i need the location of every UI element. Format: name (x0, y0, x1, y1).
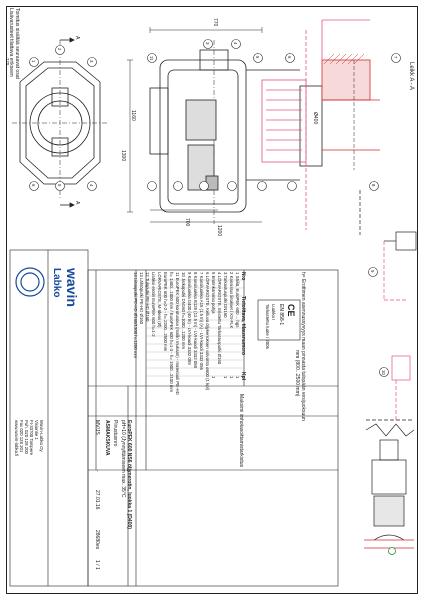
parts-qty: 1 (223, 376, 228, 379)
parts-row: h= 1400...1800 mm / EuroPEK 600 h=1-3 - … (169, 272, 174, 393)
dim-oe400: Ø400 (312, 112, 318, 125)
standard: EN 858-1 (278, 304, 284, 326)
callout-10: 10 (381, 370, 386, 375)
parts-row: 11 EuroPEK 600 korotusosa (mallin mukaan… (175, 272, 180, 395)
address-line: www.wavin-labko.fi (14, 420, 19, 457)
note-left-1: Toimitus sisältää seuraavat osat (14, 8, 20, 79)
parts-row: 5 Erotinkammio pohja (211, 272, 216, 314)
company2-logo-text: Labko (51, 268, 62, 298)
parts-row: 6 LÖRVARIOSTE, Kelluva öljykerroksen val… (205, 272, 210, 391)
pink-extension-pipe (261, 19, 370, 230)
hatched-ground (323, 53, 365, 65)
dim-1160: 1160 (130, 110, 136, 121)
dim-700: 700 (184, 218, 190, 227)
callout-8: 8 (371, 184, 376, 187)
note-mid-2: mm (800...2500 mm) (294, 350, 300, 397)
dim-1200: 1200 (216, 225, 222, 237)
callout-3: 3 (89, 60, 94, 63)
section-a-bottom: A (74, 201, 80, 205)
parts-row: 14 Liitosputki PE-HD Ø160/1300 h=1200 mm (133, 272, 138, 359)
sheet-frame (6, 6, 418, 594)
parts-row: 4 LÖRVARIOSTE, Eristettu Tarkastusputki … (217, 272, 222, 365)
dim-770-top: 770 (212, 18, 218, 27)
address-line: FI-33700 Tampere (29, 420, 34, 456)
dim-770: 770 (5, 58, 10, 66)
address-line: Wavin-Labko Oy (39, 420, 44, 452)
company-logo-text: wavin (64, 268, 80, 307)
sheet-number: 1 / 1 (94, 560, 100, 570)
drawing-no-label: Piirustusnro (112, 420, 118, 447)
scale: - (94, 470, 100, 472)
callout-4: 4 (89, 184, 94, 187)
parts-row: 3 Tarkastusputki DN160 (223, 272, 228, 318)
parts-qty: 1 (211, 376, 216, 379)
parts-row: 13 Lähtöputki PE-HD Ø160 (139, 272, 144, 325)
callout-9: 9 (370, 270, 375, 273)
callout-2: 2 (57, 48, 62, 51)
callout-5b: 5 (255, 56, 260, 59)
callout-4b: 4 (233, 42, 238, 45)
title-block-lines (9, 249, 89, 587)
parts-row: 12 Tuloputki PE-HD Ø160 (145, 272, 150, 322)
address-line: Fax 020 128 201 (19, 420, 24, 453)
view-label: Leikk A - A (408, 62, 414, 91)
callout-11: 11 (149, 56, 154, 61)
address-line: Visiontie 1 (34, 420, 39, 440)
green-marker-icon (388, 547, 396, 555)
parts-header-qty: Kpl (240, 372, 246, 381)
ce-box (257, 299, 301, 341)
parts-qty: 1 (229, 376, 234, 379)
parts-row: 9 Kansiluokka D400 (40 tn) - LVI-koodi 3… (187, 272, 192, 365)
parts-row: 7 Kansiluokka A15 (1.5 tn) (A) - LVI-koo… (199, 272, 204, 370)
drawing-code: 28680es (94, 530, 100, 550)
note-left-2: Lisävarusteet tilattava erikseen (8, 8, 14, 77)
wavin-logo (15, 267, 45, 297)
project-code: MV/JS (94, 420, 100, 435)
installation-callouts (368, 267, 389, 377)
cert-line-1: Luokka I (271, 304, 276, 321)
callout-1: 1 (31, 60, 36, 63)
note-mid-1: h= Erottimen asennussyvyys maan pinnasta… (300, 272, 306, 421)
address-line: Puh. 020 128 200 (24, 420, 29, 454)
parts-row: 8 Kansiluokka B125 (12.5 tn) - LVI-koodi… (193, 272, 198, 368)
note-mid-3: Maksimi imhotasoittamistarkistus (238, 394, 244, 468)
drawing-subtitle: pH=10 (Jynnyttämiseen max. 35°C (120, 420, 126, 498)
drawing-title: EuroPEK 600 NS6 öljynerotin, luokka 1 (D… (126, 420, 132, 529)
revision-date: 27.01.16 (94, 490, 100, 510)
side-view (127, 27, 263, 224)
parts-header-name: Tietoittava, tilausnumero (240, 296, 246, 356)
installation-view (359, 190, 417, 549)
parts-row: 1 Säiliö, EuroPEK 600 ... hgs (235, 272, 240, 328)
parts-row: 2 Kansistus liitokset / KS-FLK (229, 272, 234, 329)
parts-row-grid (146, 279, 244, 377)
section-a-top: A (74, 36, 80, 40)
parts-row: LÖRVARIOSTE, M-Ideas (Ø) (157, 272, 162, 328)
top-view-callouts (29, 45, 97, 191)
cert-line-2: Tarkastettu tuote / 2006 (265, 304, 270, 349)
parts-qty: 1 (235, 376, 240, 379)
callout-7: 7 (393, 56, 398, 59)
parts-row: Lisäksi erotin EuroPEK 600 h=1-2 (151, 272, 156, 337)
side-view-pipes (246, 59, 380, 181)
dim-1300: 1300 (120, 150, 126, 162)
top-view (12, 37, 108, 208)
callout-3b: 3 (205, 42, 210, 45)
callout-6b: 6 (287, 56, 292, 59)
callout-6: 6 (31, 184, 36, 187)
parts-row: EuroPEK 600 h=2-2 - h= 2200...2500 mm (163, 272, 168, 352)
callout-5: 5 (57, 184, 62, 187)
drawing-no: ASMAKSKUVA (104, 420, 110, 456)
side-view-callouts (147, 39, 401, 191)
ce-mark: CE (286, 304, 296, 317)
parts-row: 10 Jatkoputki DN160 h=1000...1200 mm (181, 272, 186, 350)
parts-header-no: N:o (240, 272, 246, 281)
